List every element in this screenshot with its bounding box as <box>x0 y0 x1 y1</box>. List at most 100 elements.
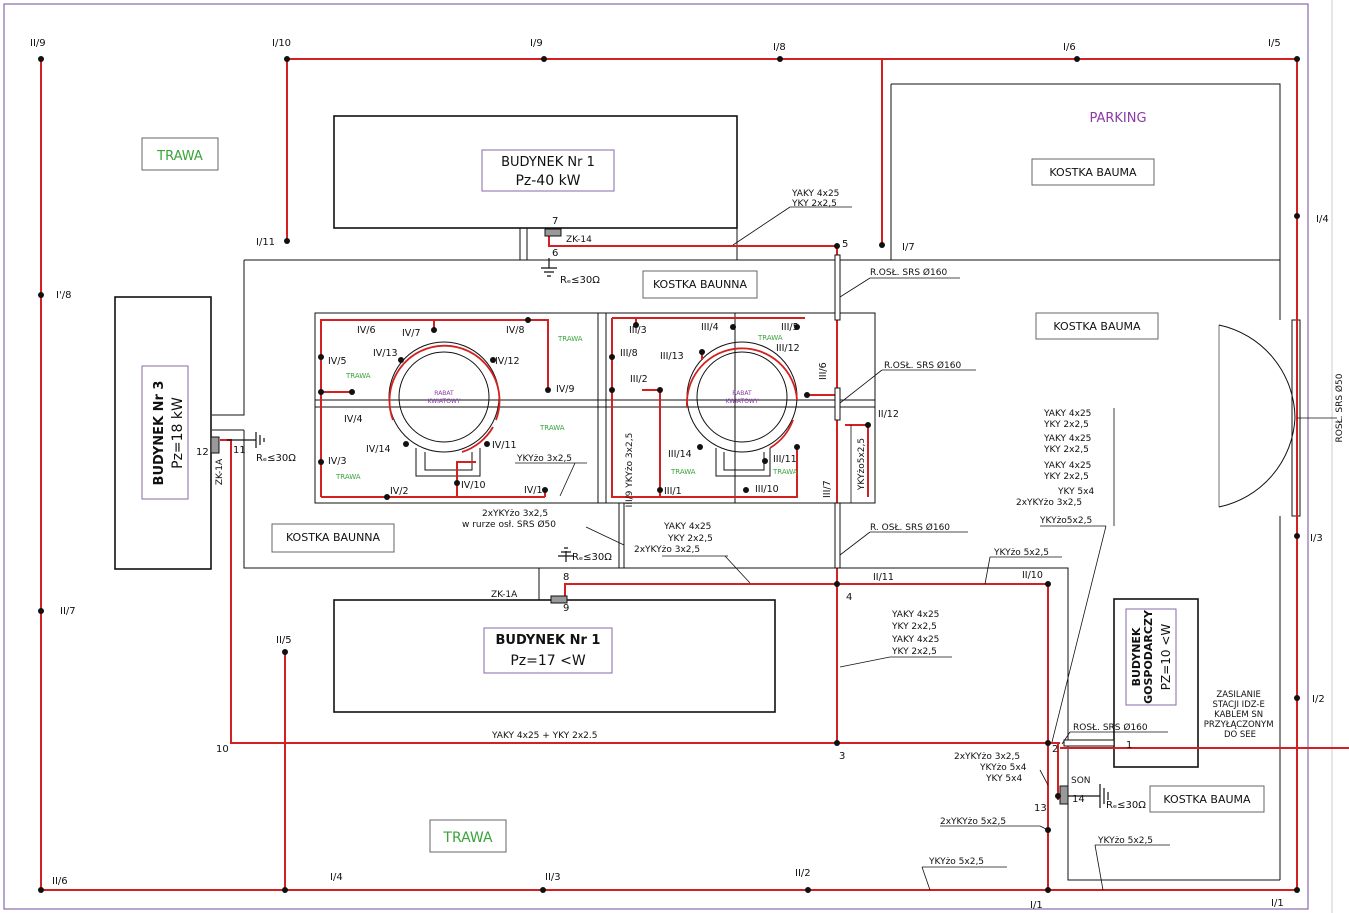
kostka-bauma-1: KOSTKA BAUMA <box>1049 166 1137 179</box>
building-3-name: BUDYNEK Nr 3 <box>152 381 167 486</box>
pole-dot <box>541 56 547 62</box>
pole-label: III/8 <box>620 348 638 359</box>
pole-dot <box>318 389 324 395</box>
pole-dot <box>1045 581 1051 587</box>
pole-dot <box>1074 56 1080 62</box>
kostka-bauma-2: KOSTKA BAUMA <box>1053 320 1141 333</box>
cable-label: 2xYKYżo 3x2,5 <box>634 545 700 555</box>
node-label: 12 <box>196 447 209 458</box>
pole-markers <box>38 56 1300 893</box>
pole-label: IV/11 <box>492 440 517 451</box>
earth-resistance: Rₑ≤30Ω <box>1106 800 1146 811</box>
pole-dot <box>657 487 663 493</box>
pole-label: IV/8 <box>506 325 525 336</box>
grass-label: TRAWA <box>539 424 565 432</box>
cable-label: YAKY 4x25 <box>663 522 711 532</box>
pole-dot <box>609 354 615 360</box>
pole-dot <box>282 887 288 893</box>
cable-label: YAKY 4x25 <box>1043 461 1091 471</box>
pole-dot <box>349 389 355 395</box>
node-label: 5 <box>842 239 848 250</box>
pole-dot <box>540 887 546 893</box>
pole-label: III/4 <box>701 322 719 333</box>
pole-label: IV/9 <box>556 384 575 395</box>
earthing-symbols <box>227 258 1109 808</box>
building-1-top-power: Pz-40 kW <box>515 173 580 189</box>
node-label: ZK-1A <box>491 590 518 600</box>
kostka-bauma-3-frame <box>1149 785 1265 813</box>
cable-label: YAKY 4x25 <box>1043 434 1091 444</box>
trawa-top-frame <box>141 137 219 171</box>
pole-label: II/5 <box>276 635 292 646</box>
cable-label: R. OSŁ. SRS Ø160 <box>870 522 950 533</box>
pole-label: III/5 <box>781 322 799 333</box>
pole-dot <box>1294 56 1300 62</box>
node-label: 7 <box>552 216 558 227</box>
pole-dot <box>1045 827 1051 833</box>
cable-label: R.OSŁ. SRS Ø160 <box>870 267 947 278</box>
pole-label: I/3 <box>1310 533 1323 544</box>
pole-dot <box>542 487 548 493</box>
building-1-bottom-power: Pz=17 <W <box>510 653 586 669</box>
pole-label: II/10 <box>1022 570 1043 581</box>
node-label: 2 <box>1052 744 1058 755</box>
cable-label: YKYżo5x2,5 <box>1039 516 1092 526</box>
cable-label: 2xYKYżo 5x2,5 <box>940 817 1006 827</box>
kostka-baunna-1-frame <box>642 270 758 299</box>
kostka-bauma-3: KOSTKA BAUMA <box>1163 793 1251 806</box>
pole-dot <box>38 608 44 614</box>
pole-dot <box>398 357 404 363</box>
building-3-label-frame <box>141 365 189 500</box>
cable-label: R.OSŁ. SRS Ø160 <box>884 360 961 371</box>
pole-label: I/4 <box>1316 214 1329 225</box>
cable-label: YKY 2x2,5 <box>1043 420 1089 430</box>
pole-dot <box>1294 533 1300 539</box>
cable-label: YKY 2x2,5 <box>1043 445 1089 455</box>
cable-label: YKYżo 3x2,5 <box>516 454 572 464</box>
grass-label: TRAWA <box>345 372 371 380</box>
pole-label: III/13 <box>660 351 684 362</box>
grass-label: TRAWA <box>557 335 583 343</box>
cable-label: YKYżo 5x4 <box>979 763 1027 773</box>
pole-label: IV/7 <box>402 328 421 339</box>
cable-label: 2xYKYżo 3x2,5 <box>482 509 548 519</box>
pole-dot <box>1294 213 1300 219</box>
pole-dot <box>1294 887 1300 893</box>
cable-label: w rurze osł. SRS Ø50 <box>462 519 556 530</box>
kostka-baunna-2-frame <box>271 523 395 553</box>
kostka-baunna-1: KOSTKA BAUNNA <box>653 278 748 291</box>
pole-dot <box>484 441 490 447</box>
pole-dot <box>38 56 44 62</box>
pole-dot <box>762 458 768 464</box>
earth-labels: Rₑ≤30Ω Rₑ≤30Ω Rₑ≤30Ω Rₑ≤30Ω <box>256 275 1146 811</box>
pole-dot <box>431 327 437 333</box>
cable-label: ROSŁ. SRS Ø160 <box>1073 722 1148 733</box>
small-grass-labels: TRAWA TRAWA TRAWA TRAWA TRAWA TRAWA TRAW… <box>335 334 798 481</box>
pole-label: I/11 <box>256 237 275 248</box>
cable-label: 2xYKYżo 3x2,5 <box>954 752 1020 762</box>
pole-dot <box>609 387 615 393</box>
pole-dot <box>490 357 496 363</box>
cable-label: III/9 YKYżo 3x2,5 <box>625 433 635 508</box>
pole-label: I/2 <box>1312 694 1325 705</box>
pole-dot <box>1045 740 1051 746</box>
pole-dot <box>1055 793 1061 799</box>
pole-label: I/7 <box>902 242 915 253</box>
trawa-top-label: TRAWA <box>156 149 203 164</box>
pole-label: II/7 <box>60 606 76 617</box>
outbuilding-label-frame <box>1125 608 1177 706</box>
pole-label: II/3 <box>545 872 561 883</box>
pole-dot <box>284 238 290 244</box>
pole-label: III/11 <box>773 454 797 465</box>
node-label: 6 <box>552 248 558 259</box>
node-label: ZK-1A <box>215 458 225 485</box>
cable-label: YKY 2x2,5 <box>667 534 713 544</box>
pole-dot <box>318 354 324 360</box>
node-label: 4 <box>846 592 852 603</box>
pole-dot <box>697 444 703 450</box>
pole-label: II/9 <box>30 38 46 49</box>
pole-label: I/8 <box>773 42 786 53</box>
pole-label: III/6 <box>818 362 829 380</box>
site-outlines <box>114 83 1301 881</box>
pole-label: IV/5 <box>328 356 347 367</box>
